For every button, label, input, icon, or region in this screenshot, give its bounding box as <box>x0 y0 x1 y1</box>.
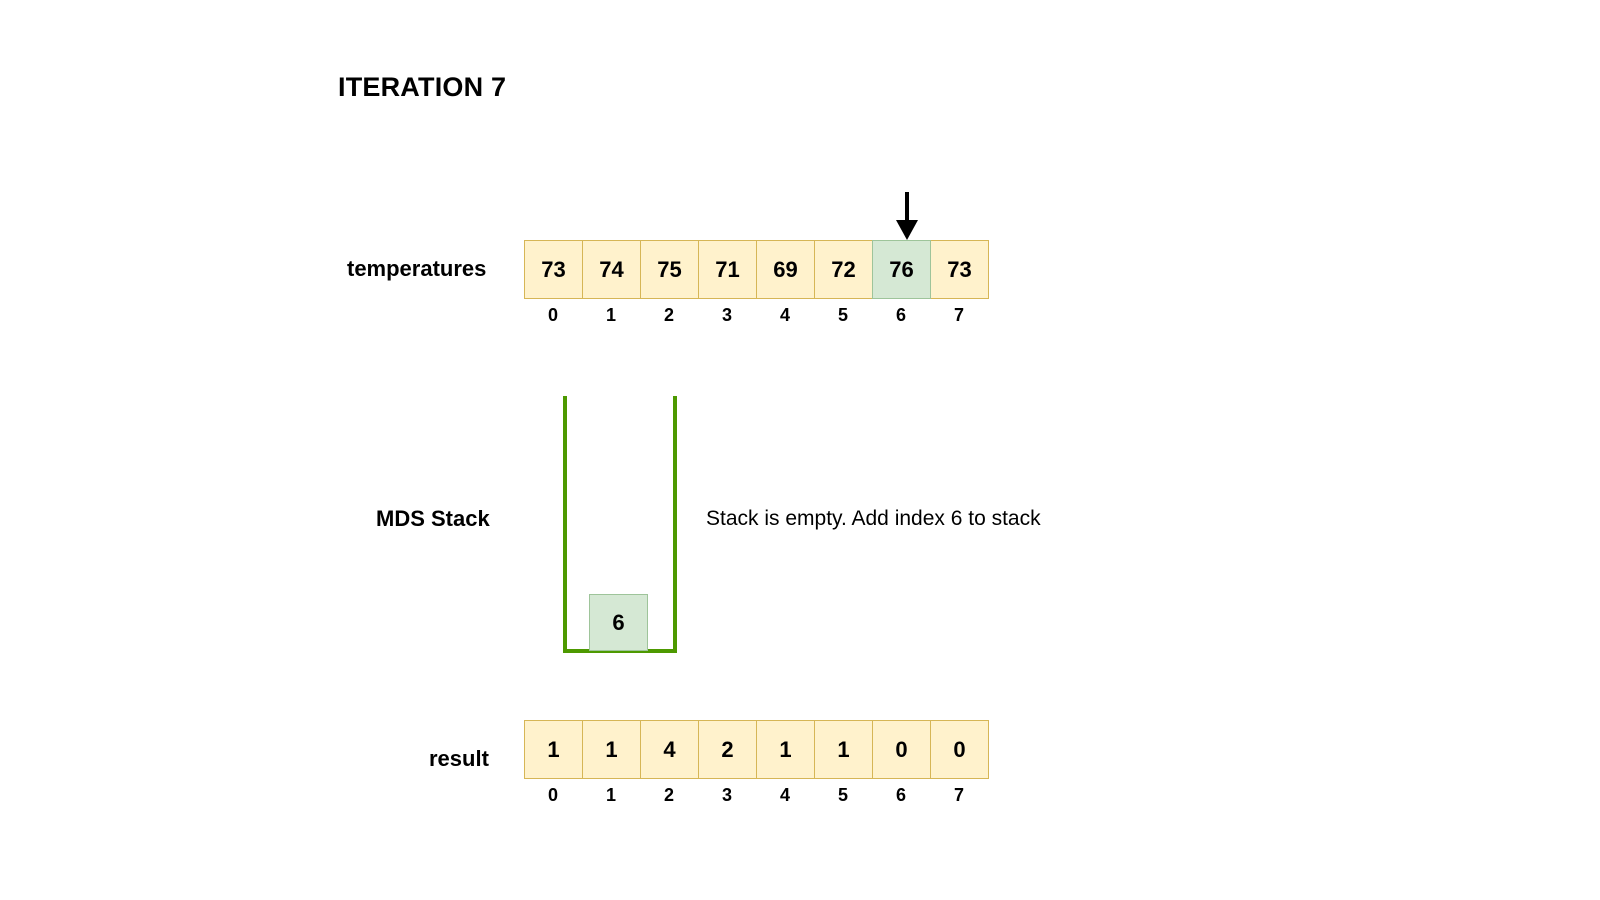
index-label: 2 <box>663 305 674 325</box>
result-cell: 2 <box>698 720 757 779</box>
temperature-cell: 73 <box>930 240 989 299</box>
temperatures-indices: 0 1 2 3 4 5 6 7 <box>524 305 988 326</box>
result-label: result <box>429 746 489 771</box>
temperature-cell-current: 76 <box>872 240 931 299</box>
index-label: 5 <box>837 785 848 805</box>
index-label: 1 <box>605 305 616 325</box>
result-cell: 1 <box>582 720 641 779</box>
result-array: 1 1 4 2 1 1 0 0 <box>524 720 989 779</box>
result-cell: 1 <box>756 720 815 779</box>
index-label: 5 <box>837 305 848 325</box>
temperatures-array: 73 74 75 71 69 72 76 73 <box>524 240 989 299</box>
result-cell: 1 <box>524 720 583 779</box>
stack-label: MDS Stack <box>376 506 490 531</box>
temperature-cell: 74 <box>582 240 641 299</box>
index-label: 6 <box>895 305 906 325</box>
stack-item: 6 <box>589 594 648 651</box>
temperature-cell: 71 <box>698 240 757 299</box>
result-cell: 0 <box>872 720 931 779</box>
index-label: 6 <box>895 785 906 805</box>
result-cell: 0 <box>930 720 989 779</box>
index-label: 0 <box>547 785 558 805</box>
result-cell: 4 <box>640 720 699 779</box>
temperature-cell: 75 <box>640 240 699 299</box>
index-label: 4 <box>779 305 790 325</box>
index-label: 0 <box>547 305 558 325</box>
temperature-cell: 69 <box>756 240 815 299</box>
index-label: 1 <box>605 785 616 805</box>
result-indices: 0 1 2 3 4 5 6 7 <box>524 785 988 806</box>
stack-container <box>563 396 677 653</box>
iteration-title: ITERATION 7 <box>338 72 507 102</box>
index-label: 7 <box>953 785 964 805</box>
temperatures-label: temperatures <box>347 256 487 281</box>
index-label: 3 <box>721 305 732 325</box>
arrow-down-icon <box>896 192 918 240</box>
index-label: 4 <box>779 785 790 805</box>
index-label: 3 <box>721 785 732 805</box>
index-label: 2 <box>663 785 674 805</box>
result-cell: 1 <box>814 720 873 779</box>
step-message: Stack is empty. Add index 6 to stack <box>706 507 1041 530</box>
index-label: 7 <box>953 305 964 325</box>
temperature-cell: 72 <box>814 240 873 299</box>
temperature-cell: 73 <box>524 240 583 299</box>
